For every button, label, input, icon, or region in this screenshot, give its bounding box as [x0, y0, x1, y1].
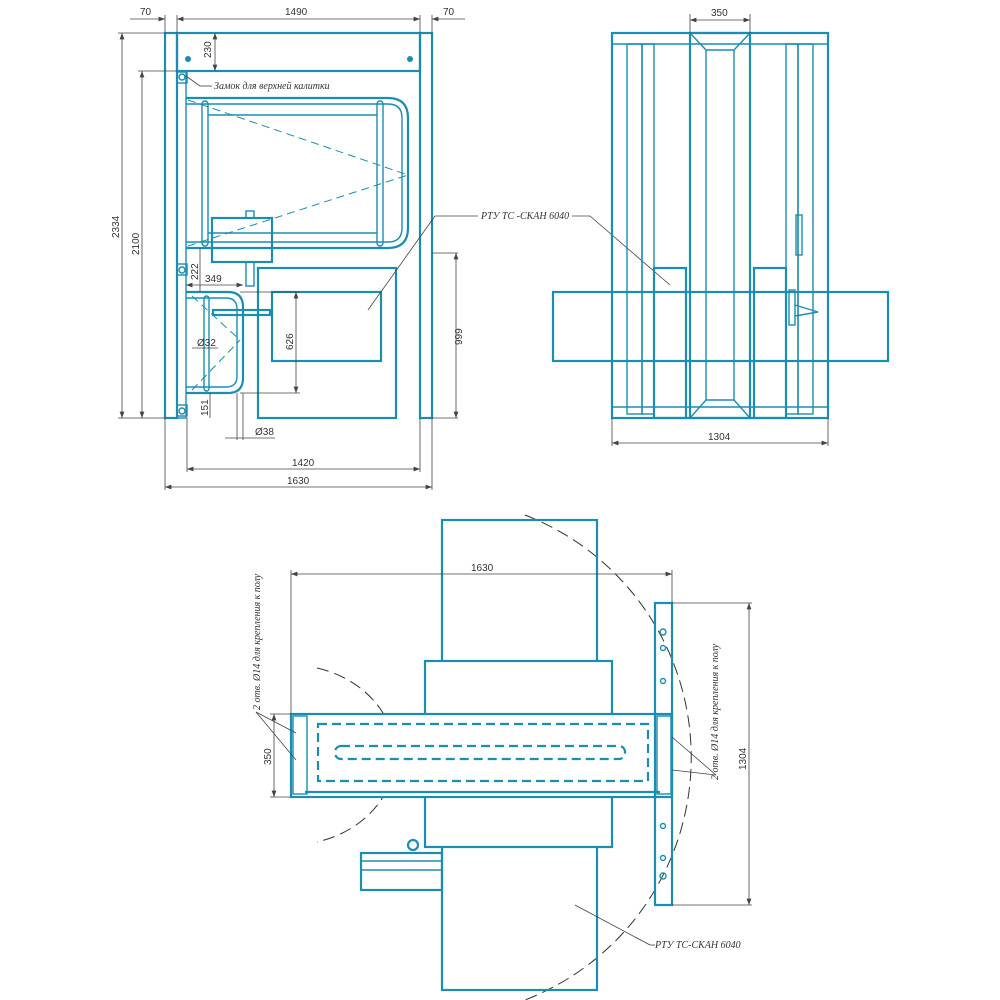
- dim-plan-width: 1630: [471, 563, 494, 574]
- dim-total-width: 1630: [287, 476, 310, 487]
- side-view: 350 1304: [551, 8, 890, 446]
- anchor-note-right: 2 отв. Ø14 для крепления к полу: [710, 643, 721, 780]
- dim-beam-height: 230: [203, 41, 214, 58]
- anchor-note-left: 2 отв. Ø14 для крепления к полу: [252, 573, 263, 710]
- scanner-cabinet: [256, 266, 398, 420]
- hinge-icon: [176, 404, 188, 417]
- left-inner-strip: [176, 70, 187, 419]
- dim-total-height: 2334: [111, 215, 122, 238]
- scanner-window: [270, 290, 383, 363]
- dim-inner-width: 1420: [292, 458, 315, 469]
- dim-gap: 222: [190, 263, 201, 280]
- arm-bar: [211, 308, 272, 317]
- bolt-icon: [407, 56, 413, 62]
- dim-lower-gate-width: 349: [205, 274, 222, 285]
- dim-gate-height: 2100: [131, 232, 142, 255]
- upper-gate: [186, 96, 410, 250]
- anchor-hole-icon: [659, 872, 667, 880]
- dim-bottom-gap: 151: [200, 399, 211, 416]
- anchor-hole-icon: [659, 628, 667, 636]
- scanner-note-plan: РТУ ТС-СКАН 6040: [654, 940, 741, 951]
- lock-box: [210, 216, 274, 264]
- gate-column: [245, 261, 255, 287]
- dim-left-post: 70: [140, 7, 152, 18]
- dim-column-width: 350: [711, 8, 728, 19]
- dim-plate-length: 1304: [738, 747, 749, 770]
- lock-note: Замок для верхней калитки: [214, 81, 330, 92]
- scanner-column: [688, 31, 752, 420]
- conveyor-tunnel: [551, 290, 890, 363]
- dim-depth: 350: [263, 748, 274, 765]
- dim-post-diameter: Ø38: [255, 427, 274, 438]
- lock-box-plan: [359, 851, 444, 892]
- dim-span: 1490: [285, 7, 308, 18]
- plan-view: 1630 350 1304 2 отв. Ø14 для крепления к…: [252, 514, 752, 1000]
- gate-swing-arc: [524, 514, 692, 1000]
- hinge-icon: [176, 263, 188, 276]
- right-post: [418, 31, 434, 420]
- bolt-icon: [185, 56, 191, 62]
- dim-side-width: 1304: [708, 432, 731, 443]
- dim-cabinet-height: 999: [454, 328, 465, 345]
- scanner-note: РТУ ТС -СКАН 6040: [480, 211, 569, 222]
- left-post: [163, 31, 179, 420]
- lock-icon: [176, 71, 188, 84]
- base-plate: [653, 601, 674, 907]
- lower-gate: [186, 290, 245, 395]
- front-view: 70 1490 70 230 2334 2100 222 349 Ø32 626: [111, 7, 671, 490]
- dim-right-post: 70: [443, 7, 455, 18]
- gate-frame: [289, 712, 674, 799]
- dim-pipe-diameter: Ø32: [197, 338, 216, 349]
- front-dimensions: 70 1490 70 230 2334 2100 222 349 Ø32 626: [111, 7, 465, 490]
- dim-inner-height: 626: [285, 333, 296, 350]
